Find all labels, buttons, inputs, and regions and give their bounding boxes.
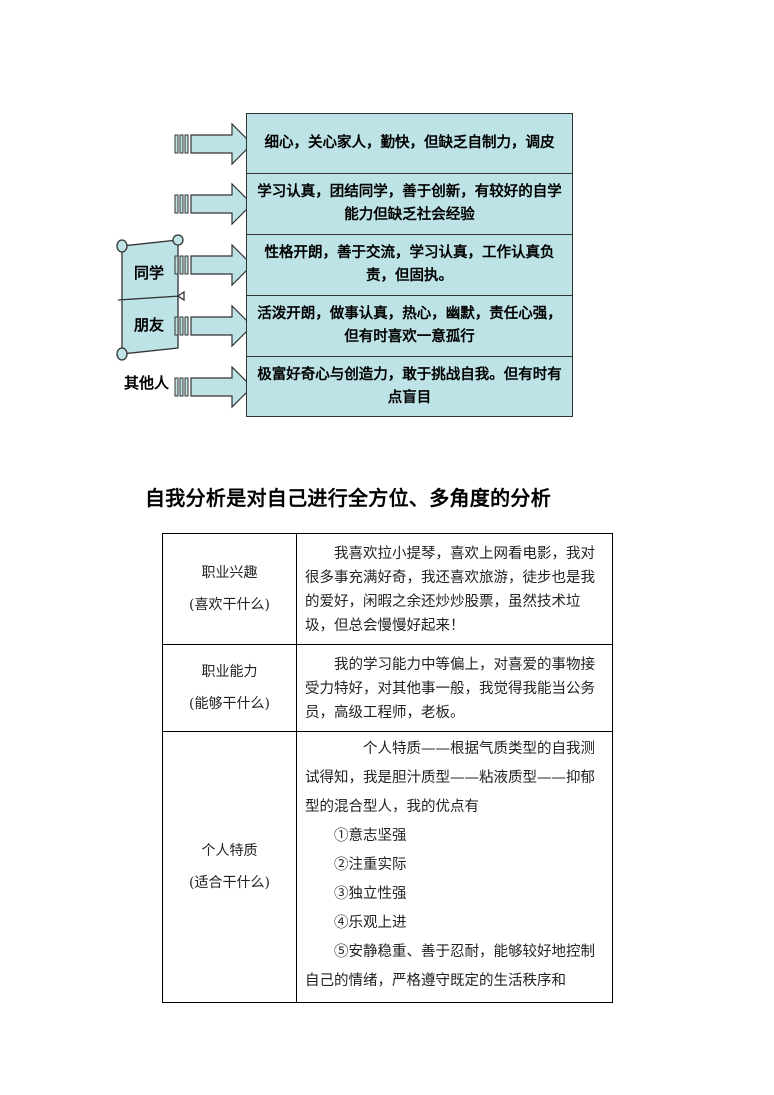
arrow-4 [174, 304, 253, 348]
diagram-graphics [116, 122, 253, 409]
trait-item: ④乐观上进 [334, 915, 407, 931]
arrow-2 [174, 182, 253, 226]
diagram-row-4: 活泼开朗，做事认真，热心，幽默，责任心强，但有时喜欢一意孤行 [246, 295, 573, 357]
label-title: 职业能力 [201, 664, 258, 680]
content-text: 我的学习能力中等偏上，对喜爱的事物接受力特好，对其他事一般，我觉得我能当公务员，… [305, 657, 595, 721]
row-content-ability: 我的学习能力中等偏上，对喜爱的事物接受力特好，对其他事一般，我觉得我能当公务员，… [296, 644, 613, 732]
table-row: 职业能力 (能够干什么) 我的学习能力中等偏上，对喜爱的事物接受力特好，对其他事… [162, 644, 613, 732]
row-label-interest: 职业兴趣 (喜欢干什么) [162, 533, 297, 645]
label-title: 个人特质 [201, 843, 258, 859]
trait-item: ③独立性强 [334, 886, 407, 902]
trait-item: ①意志坚强 [334, 828, 407, 844]
diagram-row-3: 性格开朗，善于交流，学习认真，工作认真负责，但固执。 [246, 234, 573, 296]
trait-item: ⑤安静稳重、善于忍耐，能够较好地控制自己的情绪，严格遵守既定的生活秩序和 [305, 944, 595, 989]
scroll-label-classmates: 同学 [134, 264, 165, 282]
diagram-row-5: 极富好奇心与创造力，敢于挑战自我。但有时有点盲目 [246, 356, 573, 417]
trait-item: ②注重实际 [334, 857, 407, 873]
self-analysis-table: 职业兴趣 (喜欢干什么) 我喜欢拉小提琴，喜欢上网看电影，我对很多事充满好奇，我… [162, 533, 613, 1003]
label-subtitle: (喜欢干什么) [189, 597, 270, 613]
table-row: 职业兴趣 (喜欢干什么) 我喜欢拉小提琴，喜欢上网看电影，我对很多事充满好奇，我… [162, 533, 613, 645]
label-subtitle: (能够干什么) [189, 696, 270, 712]
traits-intro: 个人特质——根据气质类型的自我测试得知，我是胆汁质型——粘液质型——抑郁型的混合… [305, 741, 595, 815]
label-title: 职业兴趣 [201, 565, 258, 581]
row-label-ability: 职业能力 (能够干什么) [162, 644, 297, 732]
row-label-traits: 个人特质 (适合干什么) [162, 731, 297, 1003]
relationship-diagram: 同学 朋友 其他人 细心，关心家人，勤快，但缺乏自制力，调皮 学习认真，团结同学… [0, 0, 774, 440]
scroll-label-friends: 朋友 [134, 316, 165, 334]
diagram-row-2: 学习认真，团结同学，善于创新，有较好的自学能力但缺乏社会经验 [246, 173, 573, 235]
other-people-label: 其他人 [124, 374, 170, 392]
section-heading: 自我分析是对自己进行全方位、多角度的分析 [145, 486, 551, 510]
label-subtitle: (适合干什么) [189, 875, 270, 891]
arrow-1 [174, 122, 253, 166]
row-content-interest: 我喜欢拉小提琴，喜欢上网看电影，我对很多事充满好奇，我还喜欢旅游，徒步也是我的爱… [296, 533, 613, 645]
diagram-row-1: 细心，关心家人，勤快，但缺乏自制力，调皮 [246, 113, 573, 174]
arrow-3 [174, 243, 253, 287]
content-text: 我喜欢拉小提琴，喜欢上网看电影，我对很多事充满好奇，我还喜欢旅游，徒步也是我的爱… [305, 546, 595, 634]
scroll-banner [116, 234, 185, 361]
arrow-5 [174, 365, 253, 409]
row-content-traits: 个人特质——根据气质类型的自我测试得知，我是胆汁质型——粘液质型——抑郁型的混合… [296, 731, 613, 1003]
table-row: 个人特质 (适合干什么) 个人特质——根据气质类型的自我测试得知，我是胆汁质型—… [162, 731, 613, 1003]
arrows-group [174, 122, 253, 409]
